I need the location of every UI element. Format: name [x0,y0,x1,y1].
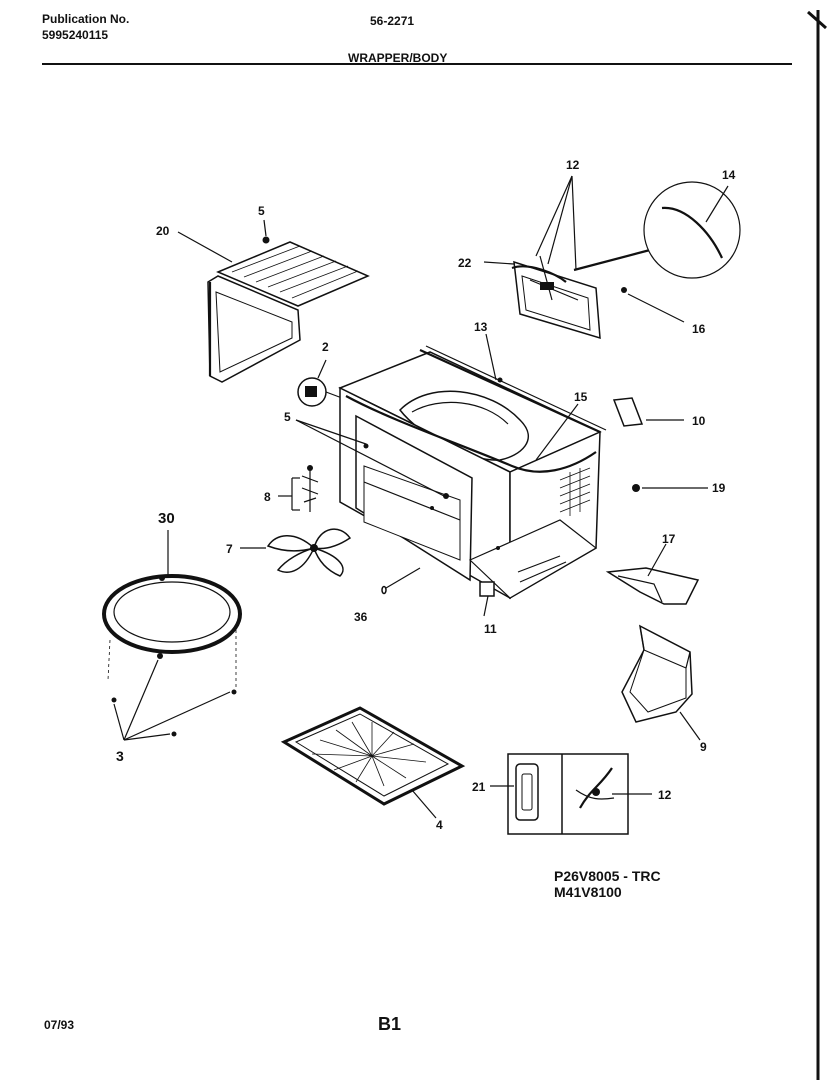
leader-15 [535,403,579,461]
callout-10: 10 [692,414,706,428]
callout-5-body: 5 [284,410,291,424]
leader-5b-1 [295,419,367,445]
footer-date: 07/93 [44,1018,75,1032]
model-line-2: M41V8100 [554,884,622,900]
part-22-latch-assembly [483,175,741,340]
section-title: WRAPPER/BODY [348,51,448,65]
part-19-screw [632,484,708,492]
main-body-wrapper [338,345,607,600]
callout-7: 7 [226,542,233,556]
callout-4: 4 [436,818,443,832]
part-12-spring-clip [575,767,615,809]
callout-16: 16 [692,322,706,336]
leader-13 [485,333,497,381]
part-10-plate [612,397,684,427]
callout-19: 19 [712,481,726,495]
part-36-grommet [381,585,387,595]
part-3-rollers [111,659,237,741]
leader-11 [483,595,489,617]
callout-17: 17 [662,532,676,546]
callout-36: 36 [354,610,368,624]
callout-20: 20 [156,224,170,238]
callout-13: 13 [474,320,488,334]
model-line-1: P26V8005 - TRC [554,868,661,884]
callout-12-top: 12 [566,158,580,172]
callout-3: 3 [116,748,124,764]
part-30-turntable-ring [102,530,242,690]
callout-5-top: 5 [258,204,265,218]
part-2-bracket [297,359,343,407]
callout-15: 15 [574,390,588,404]
callout-2: 2 [322,340,329,354]
callout-12-box: 12 [658,788,672,802]
part-17-duct [605,543,700,605]
callout-30: 30 [158,510,175,527]
model-code: 56-2271 [370,14,415,28]
leader-5b-2 [295,419,445,497]
leader-20 [177,231,233,263]
part-20-cover-panel [207,241,370,383]
footer-page-number: B1 [378,1014,402,1034]
publication-number: 5995240115 [42,28,109,42]
callout-9: 9 [700,740,707,754]
callout-8: 8 [264,490,271,504]
callout-21: 21 [472,780,486,794]
publication-label: Publication No. [42,12,130,26]
part-7-fan [240,528,352,577]
part-8-stirrer-shaft [278,465,319,512]
part-4-tray [280,706,466,819]
parts-21-12-box [490,753,652,835]
part-9-air-guide [621,624,701,741]
callout-11: 11 [484,622,497,636]
callout-22: 22 [458,256,472,270]
leader-36 [385,567,421,589]
part-5-screw-top [262,219,270,244]
corner-mark [807,10,827,30]
callout-14: 14 [722,168,736,182]
